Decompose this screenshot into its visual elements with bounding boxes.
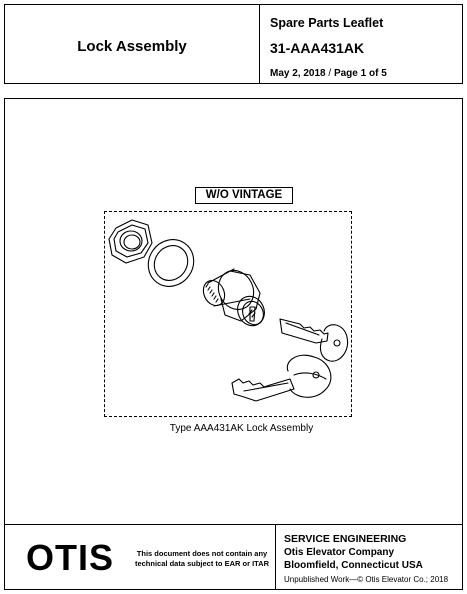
lock-cylinder-icon [202,268,265,327]
lock-assembly-drawing [108,219,349,402]
department-name: SERVICE ENGINEERING [284,533,407,545]
company-location: Bloomfield, Connecticut USA [284,560,423,571]
date-page-line: May 2, 2018 / Page 1 of 5 [270,68,387,79]
figure-caption: Type AAA431AK Lock Assembly [169,423,314,434]
hex-nut-icon [108,219,153,264]
company-name: Otis Elevator Company [284,547,395,558]
page-indicator: Page 1 of 5 [333,68,387,79]
document-title: Lock Assembly [77,38,187,55]
otis-logo: OTIS [26,537,115,578]
washer-icon [147,239,195,287]
leaflet-type: Spare Parts Leaflet [270,16,384,30]
header-title-box: Lock Assembly [4,4,260,84]
export-notice: This document does not contain any techn… [134,549,270,568]
main-panel [4,98,463,590]
footer-divider-vertical [275,524,276,590]
copyright-notice: Unpublished Work—© Otis Elevator Co.; 20… [284,575,449,584]
figure-dashed-frame [104,211,352,417]
key-lower-icon [231,354,332,402]
footer-divider-horizontal [4,524,463,525]
date-page-separator: / [325,68,334,79]
figure-label: W/O VINTAGE [195,187,293,204]
header-info-box: Spare Parts Leaflet 31-AAA431AK May 2, 2… [259,4,463,84]
key-upper-icon [279,318,349,362]
part-number: 31-AAA431AK [270,40,365,56]
document-date: May 2, 2018 [270,68,326,79]
